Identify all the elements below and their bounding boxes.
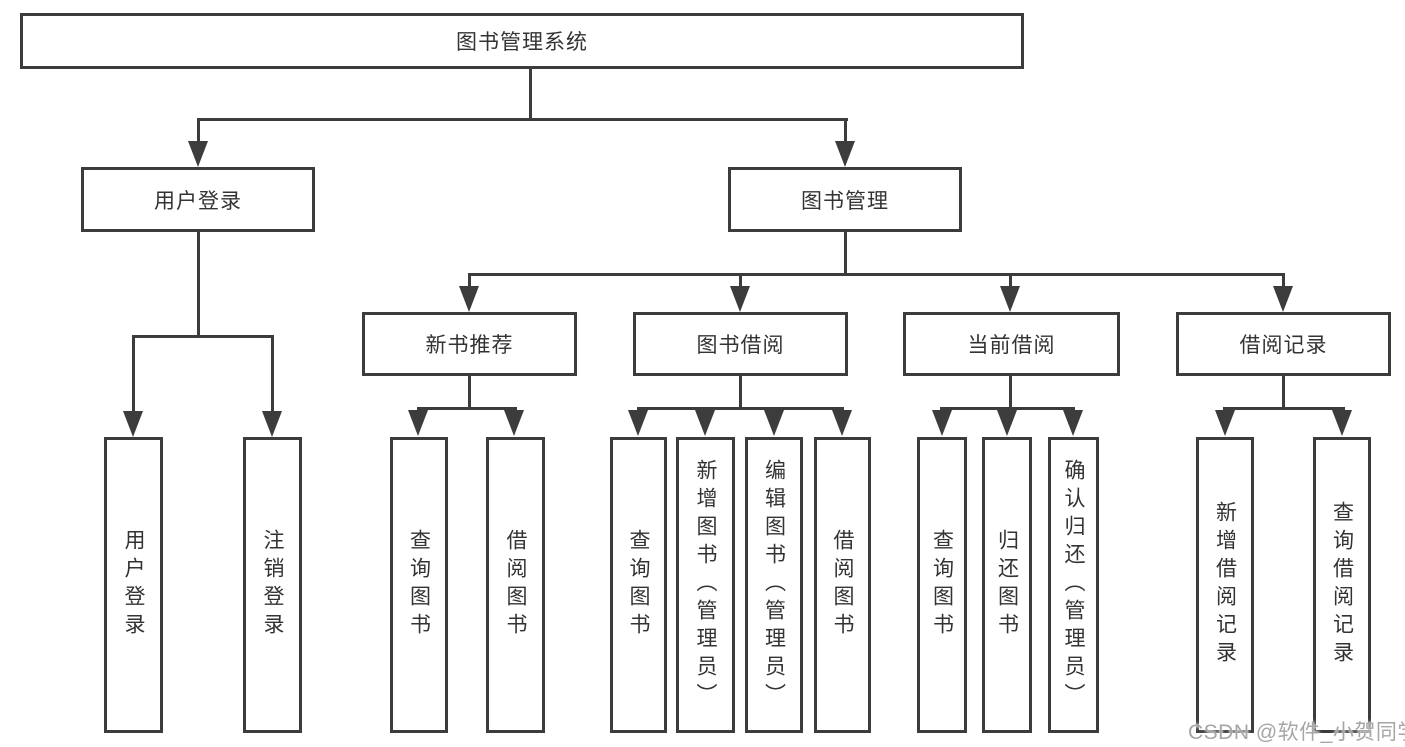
node-book-borrow: 图书借阅 <box>633 312 848 376</box>
node-root-label: 图书管理系统 <box>456 31 588 54</box>
leaf-add-borrow-record-label: 新增借阅记录 <box>1213 501 1237 669</box>
connector-section-stem <box>468 376 471 407</box>
node-current-borrow: 当前借阅 <box>903 312 1120 376</box>
connector-section-rail <box>417 407 517 410</box>
node-new-book-recommend-label: 新书推荐 <box>425 334 514 357</box>
leaf-borrow-books-2: 借阅图书 <box>814 437 871 733</box>
leaf-borrow-books-1-label: 借阅图书 <box>504 529 527 641</box>
leaf-borrow-books-1: 借阅图书 <box>486 437 545 733</box>
csdn-watermark: CSDN @软件_小贺同学 <box>1188 721 1405 744</box>
node-book-borrow-label: 图书借阅 <box>696 334 785 357</box>
leaf-query-books-2-label: 查询图书 <box>627 529 650 641</box>
arrow-down-icon <box>1000 286 1020 312</box>
leaf-edit-books-admin: 编辑图书（管理员） <box>745 437 803 733</box>
connector-level3-rail <box>468 273 1285 276</box>
connector-drop-leaf <box>271 335 274 413</box>
node-borrow-record-label: 借阅记录 <box>1239 334 1328 357</box>
connector-drop-section <box>1282 273 1285 289</box>
node-user-login: 用户登录 <box>81 167 315 232</box>
connector-section-rail <box>940 407 1075 410</box>
leaf-query-books-2: 查询图书 <box>610 437 667 733</box>
arrow-down-icon <box>504 410 524 436</box>
connector-section-stem <box>739 376 742 407</box>
arrow-down-icon <box>628 410 648 436</box>
leaf-query-books-3-label: 查询图书 <box>930 529 954 641</box>
leaf-query-books-1: 查询图书 <box>390 437 448 733</box>
leaf-confirm-return-admin-label: 确认归还（管理员） <box>1062 459 1085 711</box>
node-root: 图书管理系统 <box>20 13 1024 69</box>
leaf-query-books-1-label: 查询图书 <box>407 529 431 641</box>
arrow-down-icon <box>1273 286 1293 312</box>
node-book-management-label: 图书管理 <box>801 189 889 213</box>
leaf-return-books-label: 归还图书 <box>995 529 1019 641</box>
connector-drop-section <box>739 273 742 289</box>
leaf-logout-label: 注销登录 <box>261 529 284 641</box>
arrow-down-icon <box>997 410 1017 436</box>
leaf-add-books-admin-label: 新增图书（管理员） <box>694 459 717 711</box>
connector-root-stem <box>529 69 532 118</box>
arrow-down-icon <box>832 410 852 436</box>
connector-user-rail <box>132 335 274 338</box>
node-new-book-recommend: 新书推荐 <box>362 312 577 376</box>
leaf-user-login-label: 用户登录 <box>122 529 145 641</box>
connector-section-stem <box>1282 376 1285 407</box>
connector-section-stem <box>1009 376 1012 407</box>
connector-section-rail <box>1223 407 1345 410</box>
connector-drop-leaf <box>132 335 135 413</box>
arrow-down-icon <box>695 410 715 436</box>
arrow-down-icon <box>123 411 143 437</box>
connector-drop-book-mgmt <box>844 118 847 144</box>
connector-level2-rail <box>197 118 848 121</box>
arrow-down-icon <box>835 141 855 167</box>
leaf-add-borrow-record: 新增借阅记录 <box>1196 437 1254 733</box>
arrow-down-icon <box>730 286 750 312</box>
node-user-login-label: 用户登录 <box>154 189 242 213</box>
connector-user-stem <box>197 232 200 335</box>
arrow-down-icon <box>932 410 952 436</box>
arrow-down-icon <box>459 286 479 312</box>
connector-book-stem <box>844 232 847 273</box>
leaf-edit-books-admin-label: 编辑图书（管理员） <box>762 459 786 711</box>
connector-drop-section <box>468 273 471 289</box>
arrow-down-icon <box>1215 410 1235 436</box>
connector-drop-user-login <box>197 118 200 144</box>
node-borrow-record: 借阅记录 <box>1176 312 1391 376</box>
arrow-down-icon <box>1332 410 1352 436</box>
leaf-add-books-admin: 新增图书（管理员） <box>676 437 735 733</box>
arrow-down-icon <box>188 141 208 167</box>
node-book-management: 图书管理 <box>728 167 962 232</box>
arrow-down-icon <box>764 410 784 436</box>
leaf-logout: 注销登录 <box>243 437 302 733</box>
arrow-down-icon <box>1063 410 1083 436</box>
arrow-down-icon <box>408 410 428 436</box>
connector-drop-section <box>1009 273 1012 289</box>
leaf-query-borrow-record: 查询借阅记录 <box>1313 437 1371 733</box>
leaf-query-borrow-record-label: 查询借阅记录 <box>1330 501 1354 669</box>
leaf-user-login: 用户登录 <box>104 437 163 733</box>
leaf-return-books: 归还图书 <box>982 437 1032 733</box>
leaf-query-books-3: 查询图书 <box>917 437 967 733</box>
leaf-confirm-return-admin: 确认归还（管理员） <box>1048 437 1099 733</box>
node-current-borrow-label: 当前借阅 <box>967 334 1056 357</box>
arrow-down-icon <box>262 411 282 437</box>
connector-section-rail <box>637 407 844 410</box>
leaf-borrow-books-2-label: 借阅图书 <box>831 529 854 641</box>
